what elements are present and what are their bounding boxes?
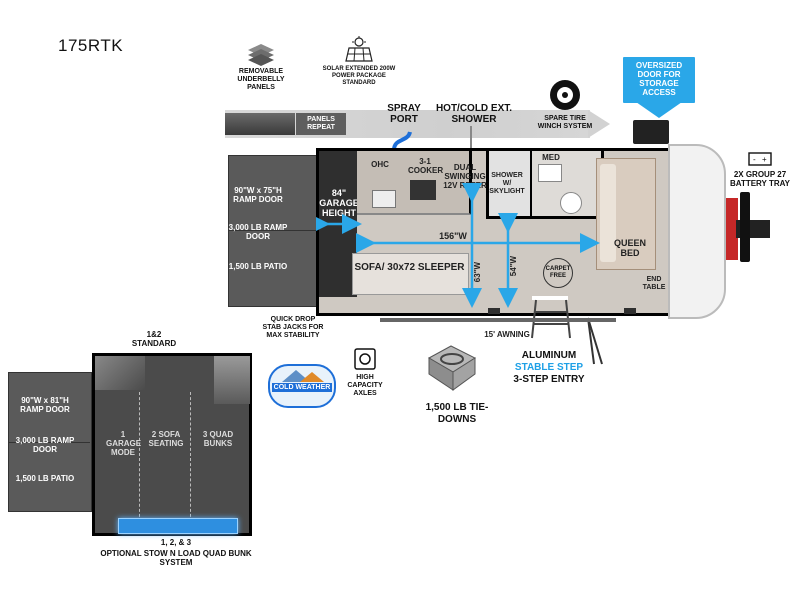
inset-optional-num: 1, 2, & 3 bbox=[160, 538, 192, 547]
ramp-divider bbox=[228, 230, 320, 231]
garage-height-label: 84" GARAGE HEIGHT bbox=[319, 188, 359, 218]
sofa-label: SOFA/ 30x72 SLEEPER bbox=[354, 262, 465, 273]
battery-icon: - + bbox=[748, 152, 772, 166]
end-table-label: END TABLE bbox=[642, 276, 666, 291]
width-156-label: 156"W bbox=[439, 231, 467, 241]
svg-text:+: + bbox=[762, 155, 767, 164]
cooker-label: 3-1 COOKER bbox=[408, 157, 444, 175]
inset-divider-2 bbox=[190, 392, 192, 522]
storage-door-graphic bbox=[633, 120, 669, 144]
stab-jacks-label: QUICK DROP STAB JACKS FOR MAX STABILITY bbox=[262, 316, 324, 339]
spray-hose-icon bbox=[392, 131, 412, 151]
feature-arrow-head-icon bbox=[588, 110, 610, 138]
shower-label: SHOWER W/ SKYLIGHT bbox=[489, 172, 525, 195]
cold-weather-label: COLD WEATHER bbox=[272, 383, 332, 392]
underbelly-stack-icon bbox=[248, 44, 274, 66]
inset-standard-label: 1&2 STANDARD bbox=[131, 330, 177, 348]
inset-ramp-size-label: 90"W x 81"H RAMP DOOR bbox=[20, 396, 70, 414]
panels-repeat-box: PANELS REPEAT bbox=[296, 113, 346, 135]
cooker-icon bbox=[410, 180, 436, 200]
inset-optional-label: OPTIONAL STOW N LOAD QUAD BUNK SYSTEM bbox=[100, 549, 252, 567]
inset-mode2-label: 2 SOFA SEATING bbox=[148, 430, 184, 448]
toilet-icon bbox=[560, 192, 582, 214]
ramp-door-size-label: 90"W x 75"H RAMP DOOR bbox=[233, 186, 283, 204]
inset-divider-1 bbox=[139, 392, 141, 522]
shower-room bbox=[486, 151, 532, 219]
panels-repeat-label: PANELS REPEAT bbox=[307, 116, 335, 131]
spare-tire-label: SPARE TIRE WINCH SYSTEM bbox=[537, 115, 593, 130]
awning-bar bbox=[380, 318, 616, 322]
hitch-tongue-icon bbox=[726, 192, 770, 262]
svg-text:-: - bbox=[753, 155, 756, 164]
width-54-label: 54"W bbox=[509, 256, 518, 277]
med-label: MED bbox=[542, 153, 560, 162]
oversized-door-arrow-icon bbox=[636, 102, 682, 118]
axle-scale-icon bbox=[354, 348, 376, 370]
oversized-door-callout: OVERSIZED DOOR FOR STORAGE ACCESS bbox=[623, 57, 695, 103]
queen-bed-label: QUEEN BED bbox=[613, 238, 646, 258]
bath-sink-icon bbox=[538, 164, 562, 182]
dimension-arrows bbox=[316, 183, 600, 308]
tie-down-icon bbox=[427, 345, 477, 391]
stable-step-label: STABLE STEP bbox=[514, 362, 584, 373]
ohc-label: OHC bbox=[371, 160, 389, 169]
tie-downs-label: 1,500 LB TIE-DOWNS bbox=[425, 402, 489, 425]
sink-icon bbox=[372, 190, 396, 208]
aluminum-label: ALUMINUM bbox=[521, 350, 577, 361]
spray-port-label: SPRAY PORT bbox=[387, 103, 421, 125]
inset-bunk-glow bbox=[118, 518, 238, 534]
model-title: 175RTK bbox=[58, 36, 124, 55]
front-cap bbox=[668, 144, 726, 319]
inset-mode3-label: 3 QUAD BUNKS bbox=[202, 430, 234, 448]
awning-mount-1 bbox=[488, 308, 500, 314]
inset-cabinet bbox=[214, 356, 250, 404]
ext-shower-label: HOT/COLD EXT. SHOWER bbox=[435, 103, 513, 125]
inset-patio-label: 1,500 LB PATIO bbox=[15, 474, 75, 483]
entry-door-gap bbox=[532, 296, 568, 300]
inset-ramp-divider bbox=[8, 442, 90, 443]
solar-label: SOLAR EXTENDED 200W POWER PACKAGE STANDA… bbox=[322, 66, 396, 86]
solar-panel-icon bbox=[345, 36, 373, 62]
ext-shower-pointer bbox=[470, 126, 472, 150]
inset-ramp-capacity-label: 3,000 LB RAMP DOOR bbox=[15, 436, 75, 454]
sofa bbox=[352, 253, 469, 295]
high-capacity-label: HIGH CAPACITY AXLES bbox=[347, 374, 383, 397]
entry-label: 3-STEP ENTRY bbox=[513, 374, 585, 385]
bed-pillows bbox=[600, 164, 616, 262]
spare-tire-icon bbox=[550, 80, 580, 110]
main-ramp-door bbox=[228, 155, 322, 307]
oversized-door-label: OVERSIZED DOOR FOR STORAGE ACCESS bbox=[635, 61, 683, 97]
ramp-door-capacity-label: 3,000 LB RAMP DOOR bbox=[228, 223, 288, 241]
mountain-icon bbox=[282, 370, 324, 382]
inset-wall-detail bbox=[95, 356, 145, 390]
carpet-free-badge: CARPET FREE bbox=[543, 258, 573, 288]
underbelly-panel-graphic bbox=[225, 113, 295, 135]
inset-mode1-label: 1 GARAGE MODE bbox=[106, 430, 142, 457]
underbelly-label: REMOVABLE UNDERBELLY PANELS bbox=[237, 68, 285, 91]
width-63-label: 63"W bbox=[473, 262, 482, 283]
awning-label: 15' AWNING bbox=[484, 330, 530, 339]
ramp-patio-label: 1,500 LB PATIO bbox=[228, 262, 288, 271]
cold-weather-badge: COLD WEATHER bbox=[268, 364, 336, 408]
battery-label: 2X GROUP 27 BATTERY TRAY bbox=[729, 170, 790, 188]
awning-mount-2 bbox=[624, 308, 636, 314]
